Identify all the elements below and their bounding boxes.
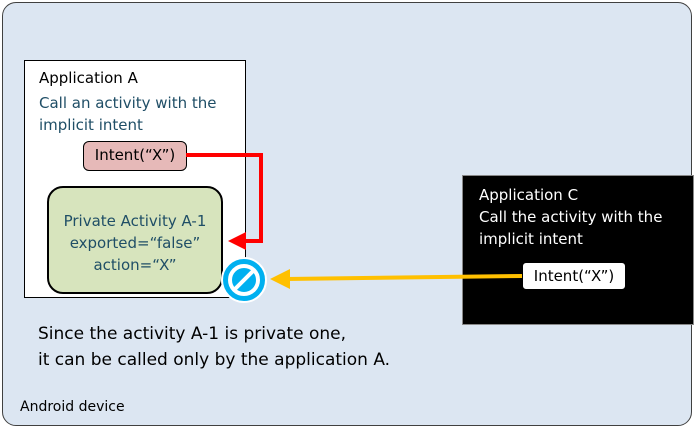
- explanation-note: Since the activity A-1 is private one, i…: [38, 321, 458, 373]
- private-activity-name: Private Activity A-1: [63, 212, 207, 230]
- device-label: Android device: [20, 399, 125, 415]
- red-arrow-head: [228, 232, 246, 250]
- private-activity-box: Private Activity A-1 exported=“false” ac…: [47, 186, 223, 294]
- application-c-title: Application C: [479, 186, 579, 204]
- note-line-1: Since the activity A-1 is private one,: [38, 324, 347, 344]
- application-c-description: Call the activity with the implicit inte…: [479, 208, 663, 248]
- orange-arrow-line: [285, 274, 523, 281]
- intent-a-box: Intent(“X”): [83, 141, 187, 171]
- application-a-description: Call an activity with the implicit inten…: [39, 94, 217, 134]
- private-activity-exported: exported=“false”: [69, 234, 201, 252]
- no-entry-icon: [221, 257, 267, 303]
- application-a-title: Application A: [39, 69, 138, 87]
- orange-arrow-head: [270, 269, 290, 289]
- intent-c-box: Intent(“X”): [522, 262, 626, 290]
- application-c-box: Application C Call the activity with the…: [462, 175, 694, 325]
- application-a-box: Application A Call an activity with the …: [24, 60, 246, 298]
- note-line-2: it can be called only by the application…: [38, 350, 391, 370]
- red-arrow-line: [186, 153, 263, 243]
- private-activity-action: action=“X”: [93, 256, 177, 274]
- application-c-text: Application C Call the activity with the…: [479, 184, 689, 250]
